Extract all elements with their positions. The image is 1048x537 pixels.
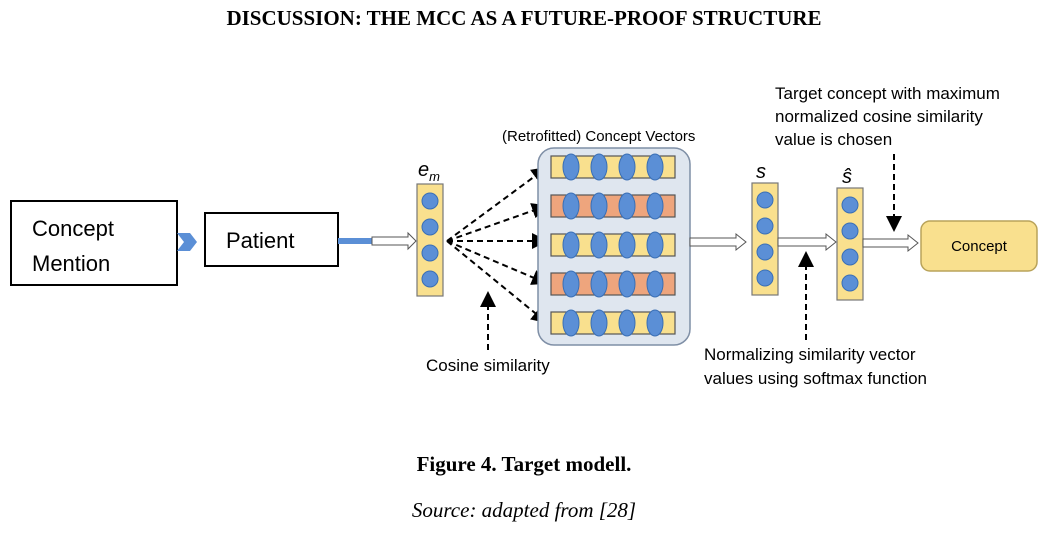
s-hat-node	[841, 248, 859, 266]
concept-vector-node	[562, 192, 580, 220]
concept-mention-line2: Mention	[32, 251, 110, 276]
patient-label: Patient	[226, 228, 295, 253]
chevron-icon	[177, 233, 197, 251]
concept-output-box	[920, 220, 1038, 272]
concept-vector-node	[618, 309, 636, 337]
concept-vector-node	[646, 309, 664, 337]
concept-vector-node	[646, 270, 664, 298]
section-heading: DISCUSSION: THE MCC AS A FUTURE-PROOF ST…	[226, 6, 822, 30]
target-line1: Target concept with maximum	[775, 84, 1000, 103]
s-node	[756, 243, 774, 261]
normalizing-line2: values using softmax function	[704, 369, 927, 388]
normalizing-line1: Normalizing similarity vector	[704, 345, 916, 364]
fan-arrow	[446, 240, 548, 285]
concept-vector-node	[590, 192, 608, 220]
panel-to-s-arrow	[689, 232, 747, 252]
shat-to-concept-arrow	[862, 233, 919, 253]
s-node	[756, 217, 774, 235]
concept-vector-node	[646, 231, 664, 259]
concept-vector-node	[590, 270, 608, 298]
concept-vector-node	[590, 231, 608, 259]
em-node	[421, 270, 439, 288]
em-nodes	[421, 192, 439, 288]
target-line3: value is chosen	[775, 130, 892, 149]
cosine-fan-arrows	[446, 166, 548, 324]
concept-vector-node	[646, 153, 664, 181]
s-hat-nodes	[841, 196, 859, 292]
s-hat-node	[841, 274, 859, 292]
concept-vector-node	[590, 153, 608, 181]
s-label: s	[756, 161, 766, 183]
fan-arrow	[446, 203, 548, 242]
concept-vector-node	[618, 270, 636, 298]
concept-vector-node	[562, 270, 580, 298]
figure-source: Source: adapted from [28]	[411, 498, 637, 522]
concept-vector-rows	[550, 153, 676, 337]
concept-vector-row	[550, 155, 676, 179]
em-node	[421, 244, 439, 262]
fan-arrow	[446, 240, 548, 324]
em-node	[421, 192, 439, 210]
cosine-similarity-label: Cosine similarity	[426, 356, 550, 375]
concept-vector-row	[550, 194, 676, 218]
s-hat-node	[841, 196, 859, 214]
s-node	[756, 269, 774, 287]
concept-vector-node	[618, 231, 636, 259]
concept-mention-box	[10, 200, 178, 286]
concept-vector-node	[562, 309, 580, 337]
concept-vector-node	[590, 309, 608, 337]
figure-caption: Figure 4. Target modell.	[416, 452, 632, 476]
patient-box	[204, 212, 339, 267]
target-line2: normalized cosine similarity	[775, 107, 983, 126]
concept-vector-row	[550, 233, 676, 257]
concept-vector-row	[550, 272, 676, 296]
em-node	[421, 218, 439, 236]
fan-arrow	[446, 166, 548, 242]
concept-vector-node	[562, 153, 580, 181]
concept-vector-node	[618, 153, 636, 181]
concept-vector-node	[562, 231, 580, 259]
patient-arrow-shaft	[338, 238, 378, 244]
concept-vector-node	[618, 192, 636, 220]
s-hat-label: ŝ	[842, 166, 852, 188]
s-nodes	[756, 191, 774, 287]
s-node	[756, 191, 774, 209]
concept-mention-line1: Concept	[32, 216, 114, 241]
concept-vector-node	[646, 192, 664, 220]
concept-vectors-label: (Retrofitted) Concept Vectors	[502, 128, 695, 145]
patient-arrow-head	[371, 231, 417, 251]
em-label: em	[418, 159, 440, 184]
s-hat-node	[841, 222, 859, 240]
concept-output-label: Concept	[951, 238, 1008, 255]
s-to-shat-arrow	[777, 232, 837, 252]
concept-vector-row	[550, 311, 676, 335]
